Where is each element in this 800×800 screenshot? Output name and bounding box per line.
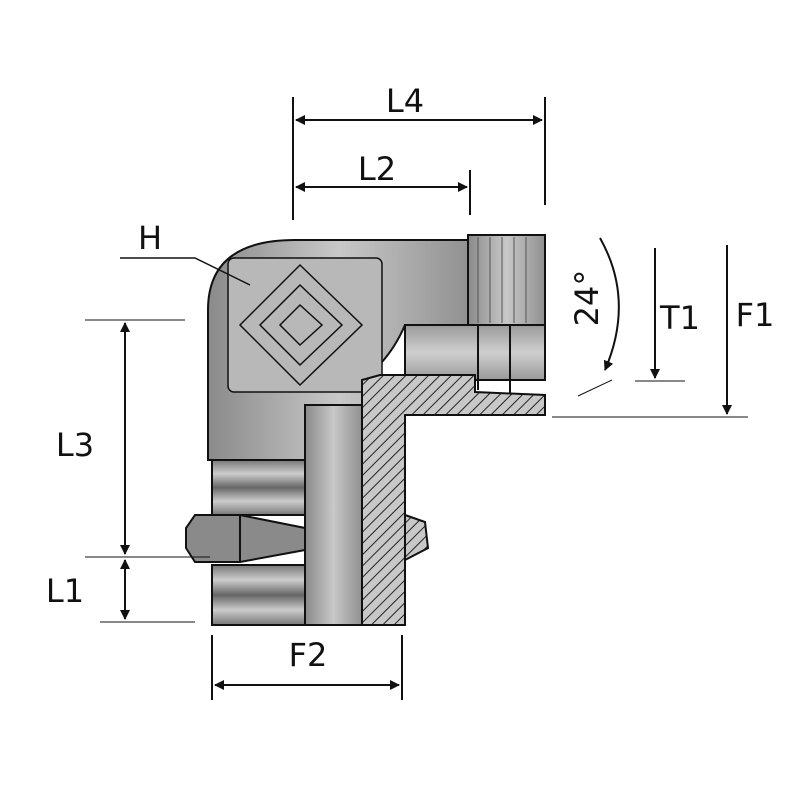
label-h: H bbox=[138, 219, 162, 257]
logo-icon bbox=[238, 263, 364, 387]
label-angle: 24° bbox=[568, 270, 606, 327]
fitting-body bbox=[185, 234, 546, 626]
socket bbox=[404, 324, 546, 381]
label-t1: T1 bbox=[659, 299, 700, 337]
thread-lines bbox=[477, 237, 527, 323]
label-f1: F1 bbox=[736, 296, 775, 334]
label-l4: L4 bbox=[386, 82, 424, 120]
label-f2: F2 bbox=[289, 636, 328, 674]
lock-nut bbox=[185, 514, 306, 563]
nut-section bbox=[404, 513, 430, 562]
stud-thread-lower bbox=[211, 564, 306, 626]
stud-thread-upper bbox=[211, 459, 306, 516]
h-leader bbox=[120, 257, 251, 286]
angle-arrow bbox=[599, 237, 620, 371]
section-hatch bbox=[361, 374, 546, 626]
label-l1: L1 bbox=[46, 572, 84, 610]
logo-panel bbox=[227, 257, 383, 393]
label-l3: L3 bbox=[56, 426, 94, 464]
bore bbox=[304, 404, 363, 626]
label-l2: L2 bbox=[358, 150, 396, 188]
upper-thread bbox=[467, 234, 546, 326]
dimension-lines bbox=[85, 97, 748, 700]
